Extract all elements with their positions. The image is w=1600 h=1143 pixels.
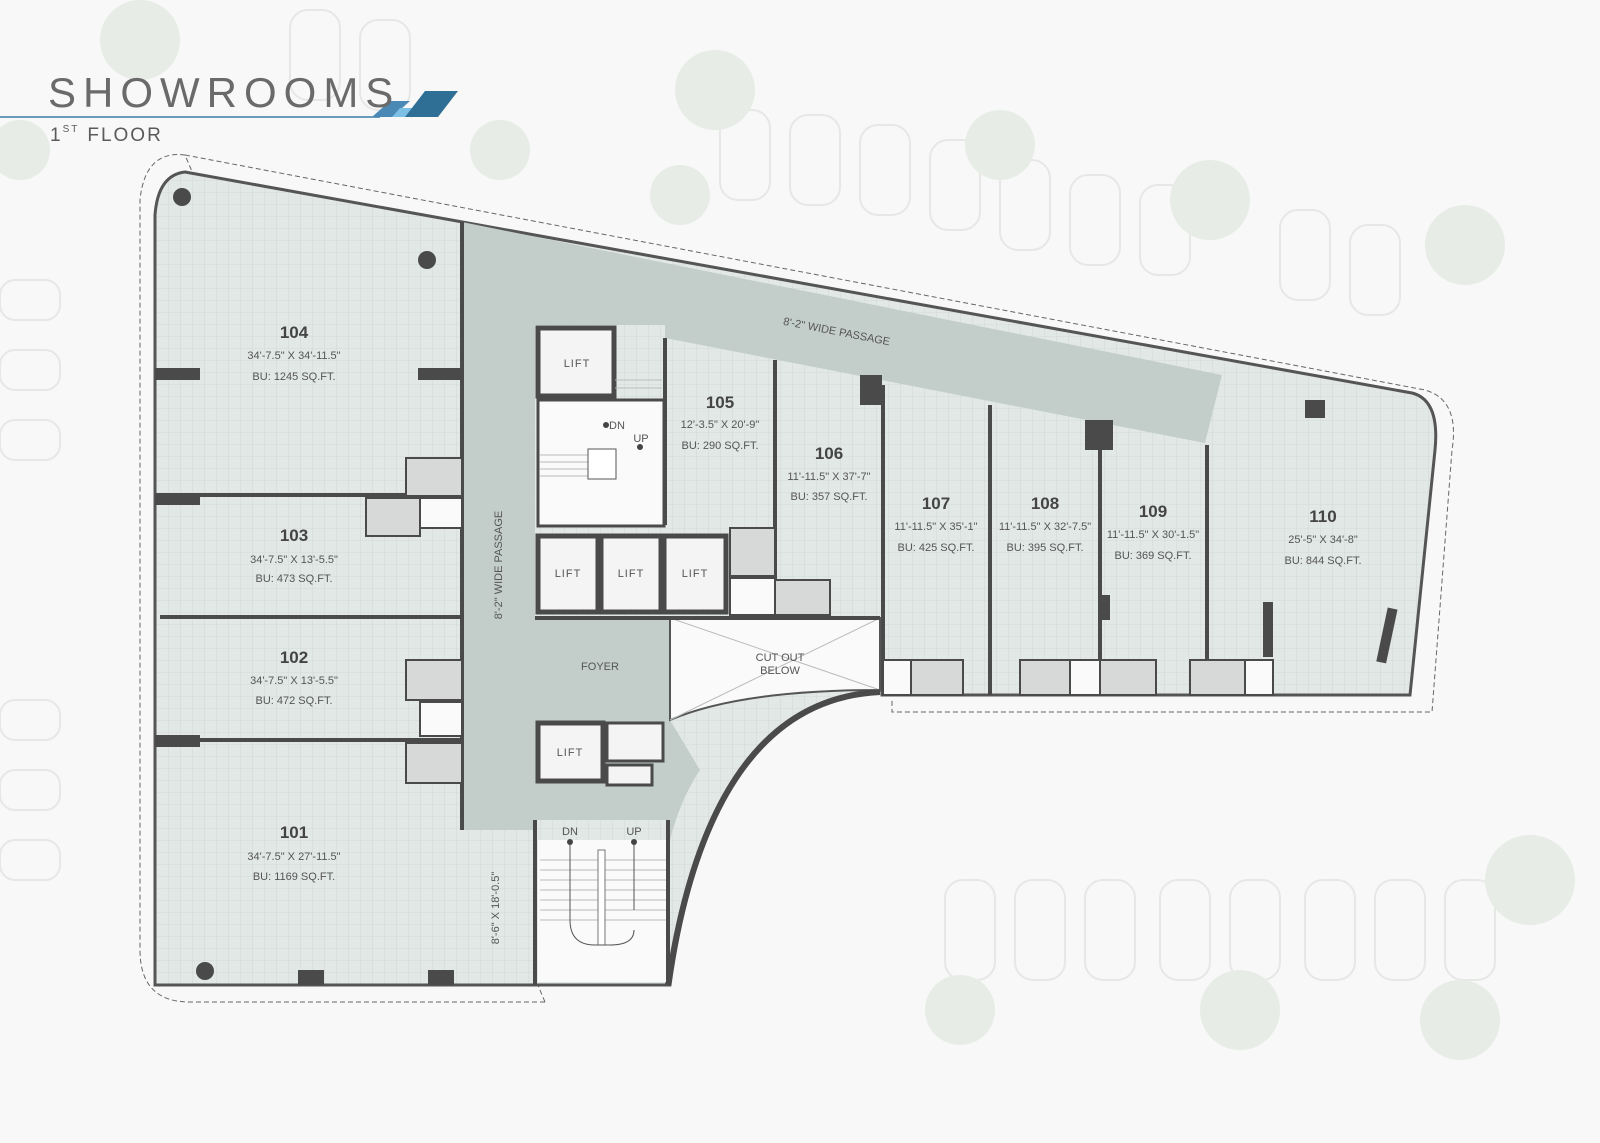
room-dimensions: 11'-11.5" X 37'-7"	[787, 471, 870, 483]
room-107[interactable]: 107 11'-11.5" X 35'-1" BU: 425 SQ.FT.	[894, 494, 977, 554]
room-number: 101	[280, 823, 308, 842]
room-dimensions: 25'-5" X 34'-8"	[1288, 534, 1358, 546]
room-dimensions: 11'-11.5" X 30'-1.5"	[1107, 529, 1199, 541]
stair-up-label: UP	[633, 433, 648, 445]
cut-out-cross	[669, 617, 881, 721]
room-number: 108	[1031, 494, 1059, 513]
room-area: BU: 357 SQ.FT.	[790, 491, 867, 503]
staircase-core	[536, 379, 666, 528]
room-number: 106	[815, 444, 843, 463]
lift-label: LIFT	[555, 568, 582, 580]
room-area: BU: 472 SQ.FT.	[255, 695, 332, 707]
room-103[interactable]: 103 34'-7.5" X 13'-5.5" BU: 473 SQ.FT.	[250, 526, 338, 585]
stair-down-label: DN	[609, 420, 625, 432]
passage-area	[462, 222, 1222, 840]
toilets	[365, 457, 1274, 784]
room-dimensions: 12'-3.5" X 20'-9"	[681, 419, 760, 431]
room-108[interactable]: 108 11'-11.5" X 32'-7.5" BU: 395 SQ.FT.	[999, 494, 1091, 554]
room-area: BU: 473 SQ.FT.	[255, 573, 332, 585]
room-area: BU: 395 SQ.FT.	[1006, 542, 1083, 554]
lift-label: LIFT	[564, 358, 591, 370]
room-dimensions: 11'-11.5" X 32'-7.5"	[999, 521, 1091, 533]
trees-background	[0, 0, 1575, 1060]
room-area: BU: 369 SQ.FT.	[1114, 550, 1191, 562]
room-dimensions: 34'-7.5" X 13'-5.5"	[250, 554, 338, 566]
room-area: BU: 1169 SQ.FT.	[253, 871, 335, 883]
room-109[interactable]: 109 11'-11.5" X 30'-1.5" BU: 369 SQ.FT.	[1107, 502, 1199, 562]
room-number: 109	[1139, 502, 1167, 521]
room-dimensions: 34'-7.5" X 13'-5.5"	[250, 675, 338, 687]
room-105[interactable]: 105 12'-3.5" X 20'-9" BU: 290 SQ.FT.	[681, 393, 760, 452]
room-dimensions: 34'-7.5" X 34'-11.5"	[247, 350, 340, 362]
floor-word: FLOOR	[87, 125, 162, 146]
floor-number: 1	[50, 125, 63, 146]
floor-label: 1ST FLOOR	[50, 124, 163, 146]
room-106[interactable]: 106 11'-11.5" X 37'-7" BU: 357 SQ.FT.	[787, 444, 870, 503]
stair-up-label: UP	[626, 826, 641, 838]
cut-out-label: CUT OUT	[756, 652, 805, 664]
room-number: 105	[706, 393, 734, 412]
room-number: 110	[1309, 507, 1336, 526]
room-dimensions: 34'-7.5" X 27'-11.5"	[247, 851, 340, 863]
room-area: BU: 1245 SQ.FT.	[252, 371, 335, 383]
stair-down-label: DN	[562, 826, 578, 838]
foyer-label: FOYER	[581, 661, 619, 673]
cut-out-label: BELOW	[760, 665, 800, 677]
room-area: BU: 844 SQ.FT.	[1284, 555, 1361, 567]
room-area: BU: 425 SQ.FT.	[897, 542, 974, 554]
lift-shafts	[535, 325, 729, 787]
room-number: 107	[922, 494, 950, 513]
vertical-passage-label: 8'-2" WIDE PASSAGE	[493, 511, 505, 620]
room-102[interactable]: 102 34'-7.5" X 13'-5.5" BU: 472 SQ.FT.	[250, 648, 338, 707]
floor-suffix: ST	[63, 124, 80, 135]
lift-label: LIFT	[557, 747, 584, 759]
room-104[interactable]: 104 34'-7.5" X 34'-11.5" BU: 1245 SQ.FT.	[247, 323, 340, 383]
site-boundary	[139, 154, 1454, 1003]
room-dimensions: 11'-11.5" X 35'-1"	[894, 521, 977, 533]
brand-logo	[0, 91, 458, 118]
curved-wall	[665, 689, 881, 986]
room-number: 103	[280, 526, 308, 545]
room-101[interactable]: 101 34'-7.5" X 27'-11.5" BU: 1169 SQ.FT.	[247, 823, 340, 883]
room-number: 102	[280, 648, 308, 667]
lift-label: LIFT	[618, 568, 645, 580]
room-number: 104	[280, 323, 309, 342]
page-title: SHOWROOMS	[48, 69, 400, 116]
room-area: BU: 290 SQ.FT.	[681, 440, 758, 452]
room-110[interactable]: 110 25'-5" X 34'-8" BU: 844 SQ.FT.	[1284, 507, 1361, 567]
staircase-entrance	[538, 839, 666, 982]
lift-label: LIFT	[682, 568, 709, 580]
entrance-dimensions-label: 8'-6" X 18'-0.5"	[490, 872, 502, 945]
